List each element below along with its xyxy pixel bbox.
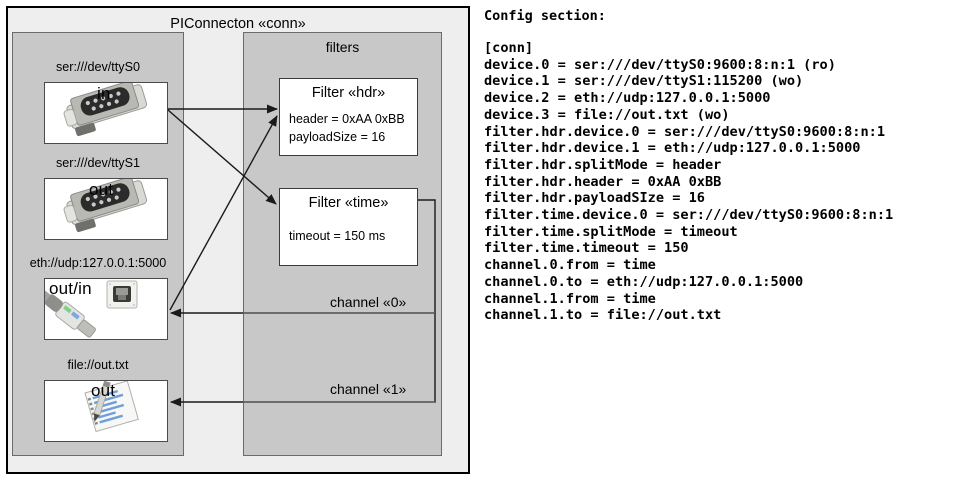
config-section: Config section: [conn]device.0 = ser:///… — [482, 0, 964, 484]
config-line: channel.0.from = time — [484, 257, 656, 274]
device-io-file: out — [91, 381, 116, 400]
filter-title-time: Filter «time» — [308, 195, 389, 211]
device-io-ttys0: in — [97, 84, 111, 103]
device-box-ttys1[interactable]: out — [44, 176, 168, 240]
config-line: channel.0.to = eth://udp:127.0.0.1:5000 — [484, 273, 804, 290]
config-line: filter.hdr.splitMode = header — [484, 156, 722, 173]
device-label-file: file://out.txt — [67, 358, 129, 372]
page-title: PIConnecton «conn» — [170, 16, 306, 32]
config-line: filter.hdr.device.1 = eth://udp:127.0.0.… — [484, 140, 861, 157]
device-io-ttys1: out — [89, 180, 114, 199]
config-line: filter.hdr.payloadSIze = 16 — [484, 190, 705, 207]
config-line: device.2 = eth://udp:127.0.0.1:5000 — [484, 90, 771, 107]
config-line: filter.time.splitMode = timeout — [484, 223, 738, 240]
device-box-eth[interactable]: out/in — [24, 278, 168, 340]
filter-prop-hdr-header: header = 0xAA 0xBB — [289, 112, 405, 126]
filter-prop-time-timeout: timeout = 150 ms — [289, 229, 386, 243]
filters-panel-title: filters — [325, 39, 360, 55]
filter-box-time[interactable]: Filter «time» timeout = 150 ms — [279, 188, 418, 266]
device-label-ttys1: ser:///dev/ttyS1 — [56, 156, 140, 170]
config-line: filter.time.timeout = 150 — [484, 240, 689, 257]
device-box-file[interactable]: out — [44, 380, 168, 442]
device-box-ttys0[interactable]: in — [44, 80, 168, 144]
config-line: channel.1.from = time — [484, 290, 656, 307]
config-line: channel.1.to = file://out.txt — [484, 307, 722, 324]
text-file-icon — [84, 380, 139, 433]
config-line: filter.hdr.header = 0xAA 0xBB — [484, 173, 722, 190]
config-heading: Config section: — [484, 8, 606, 24]
device-label-eth: eth://udp:127.0.0.1:5000 — [29, 256, 167, 270]
config-line: filter.time.device.0 = ser:///dev/ttyS0:… — [484, 207, 894, 224]
config-line: [conn] — [484, 40, 534, 56]
filter-box-hdr[interactable]: Filter «hdr» header = 0xAA 0xBB payloadS… — [279, 78, 418, 156]
channel-label-0: channel «0» — [330, 294, 407, 310]
config-line: device.0 = ser:///dev/ttyS0:9600:8:n:1 (… — [484, 56, 836, 73]
filter-prop-hdr-payloadsize: payloadSize = 16 — [289, 130, 386, 144]
config-line: filter.hdr.device.0 = ser:///dev/ttyS0:9… — [484, 123, 886, 140]
channel-label-1: channel «1» — [330, 381, 407, 397]
config-line: device.1 = ser:///dev/ttyS1:115200 (wo) — [484, 73, 804, 90]
config-line: device.3 = file://out.txt (wo) — [484, 106, 730, 123]
filter-title-hdr: Filter «hdr» — [311, 85, 386, 101]
device-label-ttys0: ser:///dev/ttyS0 — [56, 60, 140, 74]
device-io-eth: out/in — [49, 279, 92, 298]
serial-port-icon — [63, 176, 148, 233]
serial-port-icon — [63, 80, 148, 137]
config-lines: [conn]device.0 = ser:///dev/ttyS0:9600:8… — [484, 40, 893, 324]
